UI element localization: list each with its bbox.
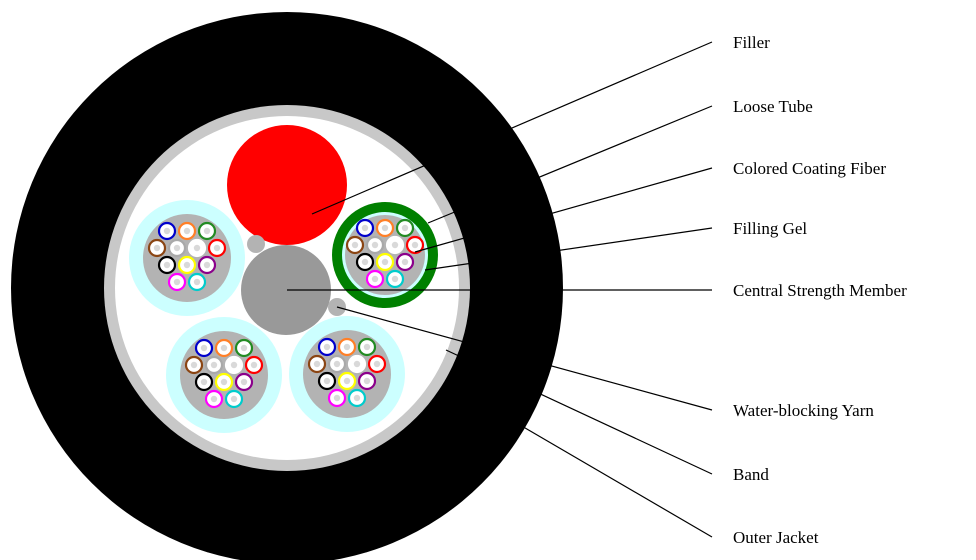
fiber-core (323, 377, 331, 385)
loose-tube-green (332, 202, 438, 308)
fiber-core (371, 275, 379, 283)
fiber-core (213, 244, 221, 252)
loose-tube (129, 200, 245, 316)
leader-line-loose-tube (427, 105, 713, 224)
fiber-core (371, 241, 379, 249)
fiber-core (391, 241, 399, 249)
label-filling-gel: Filling Gel (733, 219, 807, 238)
fiber-core (183, 261, 191, 269)
leader-line-band (445, 349, 713, 475)
fiber-core (353, 360, 361, 368)
fiber-core (230, 361, 238, 369)
fiber-core (173, 244, 181, 252)
fiber-core (323, 343, 331, 351)
fiber-core (373, 360, 381, 368)
fiber-core (190, 361, 198, 369)
fiber-core (153, 244, 161, 252)
fiber-core (240, 344, 248, 352)
leader-line-colored-coating-fiber (414, 167, 713, 253)
fiber-core (193, 244, 201, 252)
fiber-core (173, 278, 181, 286)
loose-tube (289, 316, 405, 432)
fiber-core (240, 378, 248, 386)
fiber-core (361, 258, 369, 266)
fiber-core (353, 394, 361, 402)
fiber-core (343, 343, 351, 351)
fiber-core (163, 227, 171, 235)
fiber-core (220, 344, 228, 352)
fiber-core (333, 360, 341, 368)
loose-tube (166, 317, 282, 433)
fiber-core (193, 278, 201, 286)
leader-line-water-blocking-yarn (336, 306, 713, 411)
water-blocking-yarn (247, 235, 265, 253)
fiber-core (411, 241, 419, 249)
fiber-core (200, 344, 208, 352)
fiber-core (361, 224, 369, 232)
fiber-core (313, 360, 321, 368)
filler (227, 125, 347, 245)
fiber-core (250, 361, 258, 369)
label-central-strength-member: Central Strength Member (733, 281, 907, 300)
fiber-core (210, 361, 218, 369)
fiber-core (163, 261, 171, 269)
fiber-core (210, 395, 218, 403)
fiber-core (203, 227, 211, 235)
fiber-core (401, 224, 409, 232)
fiber-core (363, 343, 371, 351)
label-band: Band (733, 465, 769, 484)
fiber-core (203, 261, 211, 269)
fiber-core (381, 258, 389, 266)
fiber-core (220, 378, 228, 386)
fiber-core (183, 227, 191, 235)
leader-line-filler (311, 41, 713, 215)
leader-line-filling-gel (424, 227, 713, 271)
leader-line-outer-jacket (519, 424, 713, 538)
label-filler: Filler (733, 33, 770, 52)
fiber-core (351, 241, 359, 249)
label-colored-coating-fiber: Colored Coating Fiber (733, 159, 886, 178)
label-loose-tube: Loose Tube (733, 97, 813, 116)
label-water-blocking-yarn: Water-blocking Yarn (733, 401, 874, 420)
fiber-core (391, 275, 399, 283)
fiber-core (230, 395, 238, 403)
fiber-core (200, 378, 208, 386)
fiber-core (381, 224, 389, 232)
fiber-core (401, 258, 409, 266)
fiber-core (343, 377, 351, 385)
fiber-core (363, 377, 371, 385)
label-outer-jacket: Outer Jacket (733, 528, 819, 547)
fiber-core (333, 394, 341, 402)
central-strength-member (241, 245, 331, 335)
